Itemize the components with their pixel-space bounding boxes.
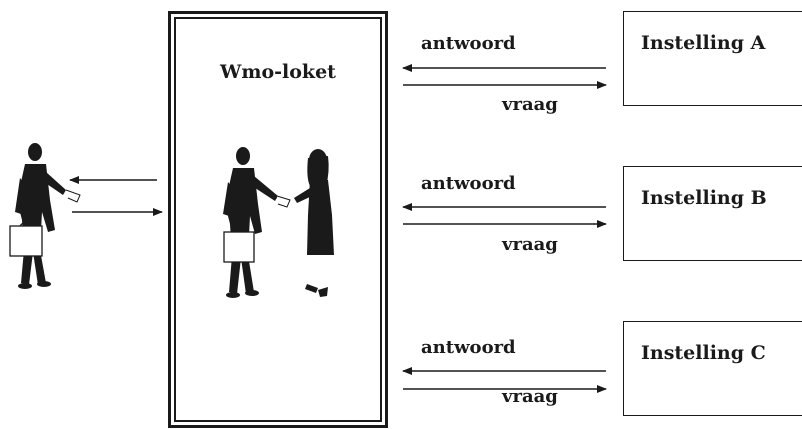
instelling-c-box: Instelling C (623, 321, 802, 416)
instelling-b-label: Instelling B (641, 187, 767, 209)
question-label-b: vraag (502, 234, 558, 255)
instelling-a-box: Instelling A (623, 11, 802, 106)
answer-label-a: antwoord (421, 33, 516, 54)
instelling-b-box: Instelling B (623, 166, 802, 261)
wmo-loket-inner-frame (174, 17, 382, 422)
wmo-loket-box: Wmo-loket (168, 11, 388, 428)
question-label-c: vraag (502, 386, 558, 407)
instelling-a-label: Instelling A (641, 32, 766, 54)
answer-label-c: antwoord (421, 337, 516, 358)
answer-label-b: antwoord (421, 173, 516, 194)
instelling-c-label: Instelling C (641, 342, 766, 364)
wmo-loket-title: Wmo-loket (220, 61, 336, 83)
question-label-a: vraag (502, 94, 558, 115)
